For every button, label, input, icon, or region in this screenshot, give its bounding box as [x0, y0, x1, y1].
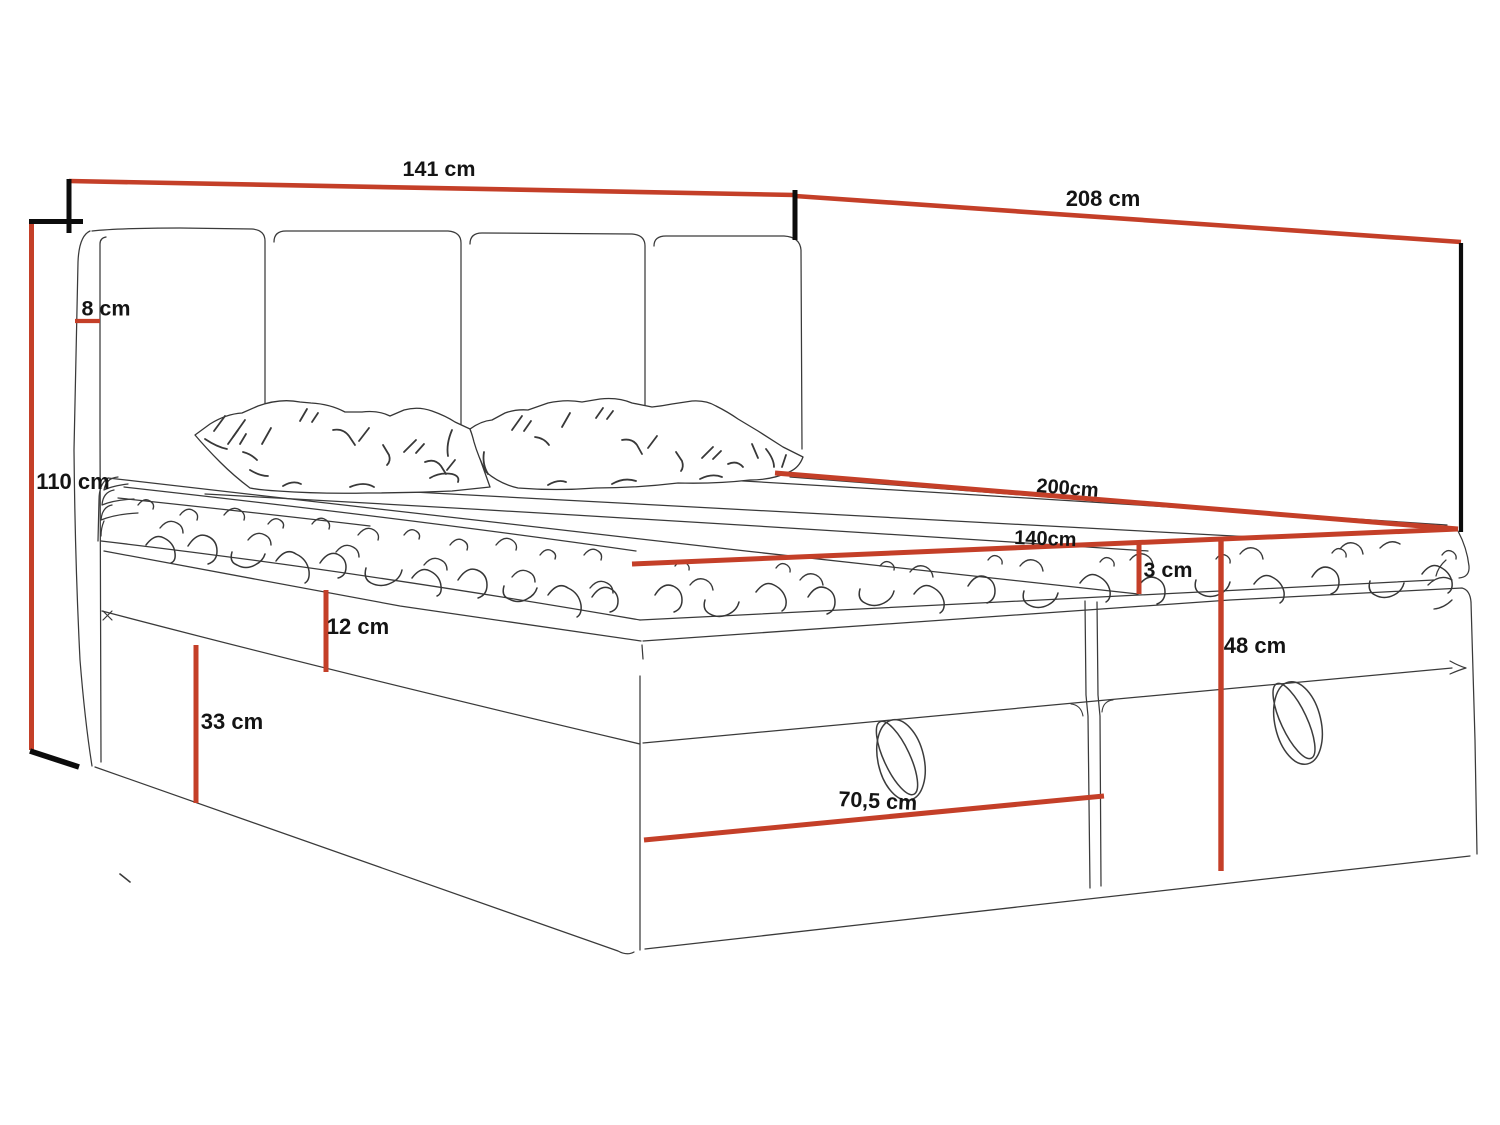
svg-text:48 cm: 48 cm: [1224, 633, 1286, 658]
svg-text:110 cm: 110 cm: [36, 469, 109, 494]
svg-text:140cm: 140cm: [1014, 527, 1077, 551]
svg-text:141 cm: 141 cm: [403, 157, 476, 181]
svg-text:12 cm: 12 cm: [327, 614, 389, 639]
svg-text:33 cm: 33 cm: [201, 709, 263, 734]
svg-text:70,5 cm: 70,5 cm: [838, 787, 918, 815]
svg-text:208 cm: 208 cm: [1066, 186, 1141, 211]
svg-text:8 cm: 8 cm: [81, 297, 130, 321]
svg-text:3 cm: 3 cm: [1143, 558, 1192, 582]
svg-text:200cm: 200cm: [1036, 475, 1100, 502]
